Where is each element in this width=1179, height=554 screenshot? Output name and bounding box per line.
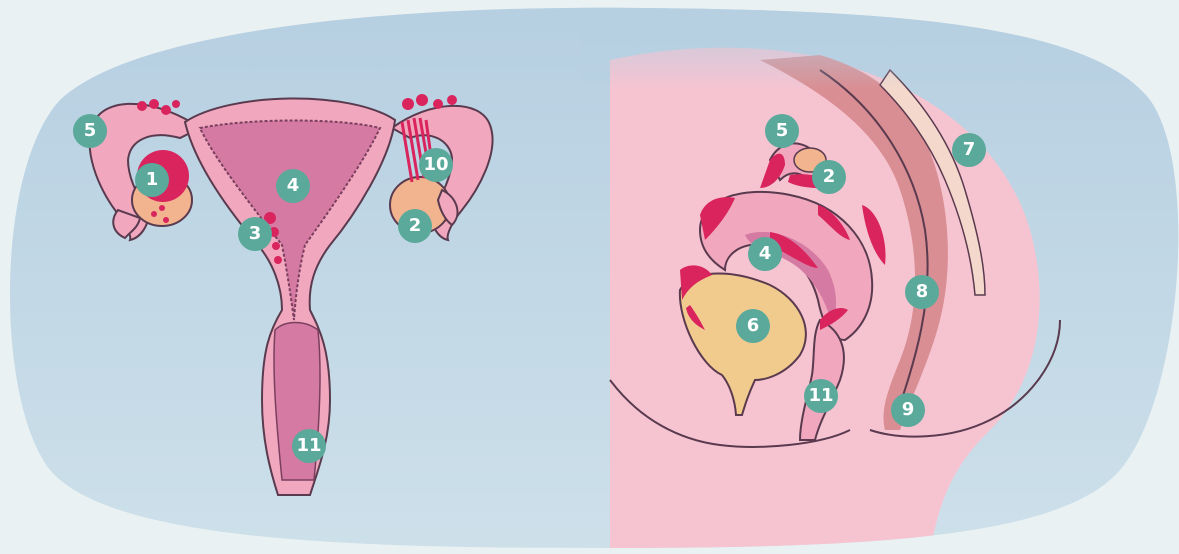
label-text: 9 bbox=[902, 401, 915, 419]
label-text: 2 bbox=[823, 168, 836, 186]
label-text: 4 bbox=[759, 245, 772, 263]
label-text: 1 bbox=[146, 171, 159, 189]
label-text: 3 bbox=[249, 225, 262, 243]
label-badge-spine: 7 bbox=[952, 133, 986, 167]
side-top-fade bbox=[580, 0, 1179, 90]
label-text: 4 bbox=[287, 177, 300, 195]
label-text: 5 bbox=[84, 122, 97, 140]
label-text: 7 bbox=[963, 141, 976, 159]
label-text: 11 bbox=[296, 437, 321, 455]
label-badge-side-vagina: 11 bbox=[804, 379, 838, 413]
label-badge-rectum: 8 bbox=[905, 275, 939, 309]
label-badge-side-uterus: 4 bbox=[748, 237, 782, 271]
label-badge-adhesions: 10 bbox=[419, 148, 453, 182]
label-badge-ovary: 2 bbox=[398, 209, 432, 243]
label-text: 10 bbox=[423, 156, 448, 174]
label-badge-side-fallopian-tube: 5 bbox=[765, 114, 799, 148]
label-text: 2 bbox=[409, 217, 422, 235]
label-text: 8 bbox=[916, 283, 929, 301]
label-badge-side-ovary: 2 bbox=[812, 160, 846, 194]
label-badge-anus: 9 bbox=[891, 393, 925, 427]
label-badge-fallopian-tube: 5 bbox=[73, 114, 107, 148]
label-text: 11 bbox=[808, 387, 833, 405]
label-badge-uterus: 4 bbox=[276, 169, 310, 203]
label-text: 5 bbox=[776, 122, 789, 140]
label-badge-vagina: 11 bbox=[292, 429, 326, 463]
label-badge-ovary-lesion: 1 bbox=[135, 163, 169, 197]
label-text: 6 bbox=[747, 317, 760, 335]
label-badge-bladder: 6 bbox=[736, 309, 770, 343]
label-badge-uterus-surface: 3 bbox=[238, 217, 272, 251]
